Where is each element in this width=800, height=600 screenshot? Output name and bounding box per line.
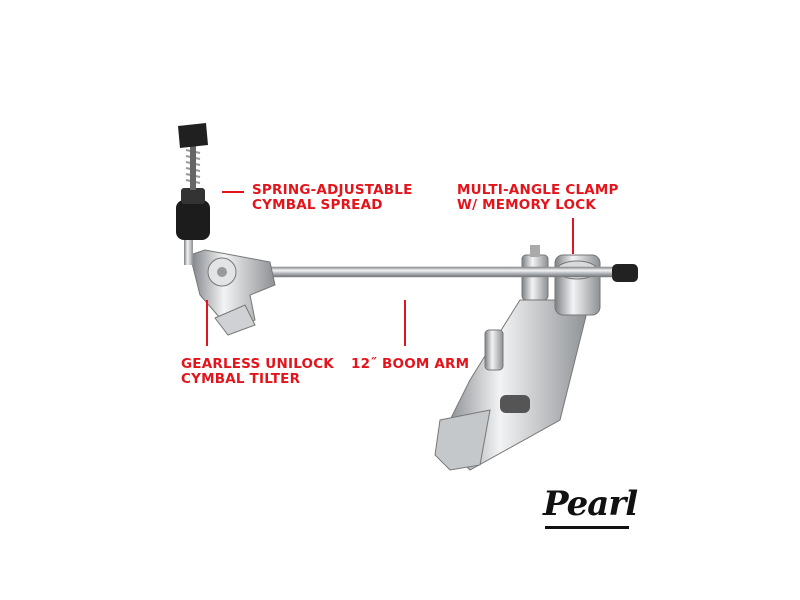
arm-leader-line — [404, 300, 406, 346]
callout-line: MULTI-ANGLE CLAMP — [457, 182, 619, 198]
tilter-body — [184, 225, 276, 336]
callout-multi-angle-clamp: MULTI-ANGLE CLAMP W/ MEMORY LOCK — [457, 183, 619, 213]
tension-knob — [612, 264, 638, 282]
logo-text: Pearl — [543, 484, 638, 524]
callout-line: W/ MEMORY LOCK — [457, 197, 596, 213]
callout-line: SPRING-ADJUSTABLE — [252, 182, 413, 198]
clamp-leader-line — [572, 218, 574, 254]
spring-leader-line — [222, 191, 244, 193]
callout-line: CYMBAL SPREAD — [252, 197, 383, 213]
callout-gearless-tilter: GEARLESS UNILOCK CYMBAL TILTER — [181, 357, 334, 387]
callout-line: 12˝ BOOM ARM — [351, 356, 470, 372]
boom-rod — [254, 266, 621, 278]
cymbal-post — [176, 123, 210, 240]
callout-boom-arm: 12˝ BOOM ARM — [351, 357, 469, 372]
callout-line: CYMBAL TILTER — [181, 371, 301, 387]
callout-spring-adjustable: SPRING-ADJUSTABLE CYMBAL SPREAD — [252, 183, 413, 213]
callout-line: GEARLESS UNILOCK — [181, 356, 334, 372]
tilter-leader-line — [206, 300, 208, 346]
pearl-logo: Pearl — [543, 484, 643, 532]
logo-underline — [545, 526, 629, 529]
